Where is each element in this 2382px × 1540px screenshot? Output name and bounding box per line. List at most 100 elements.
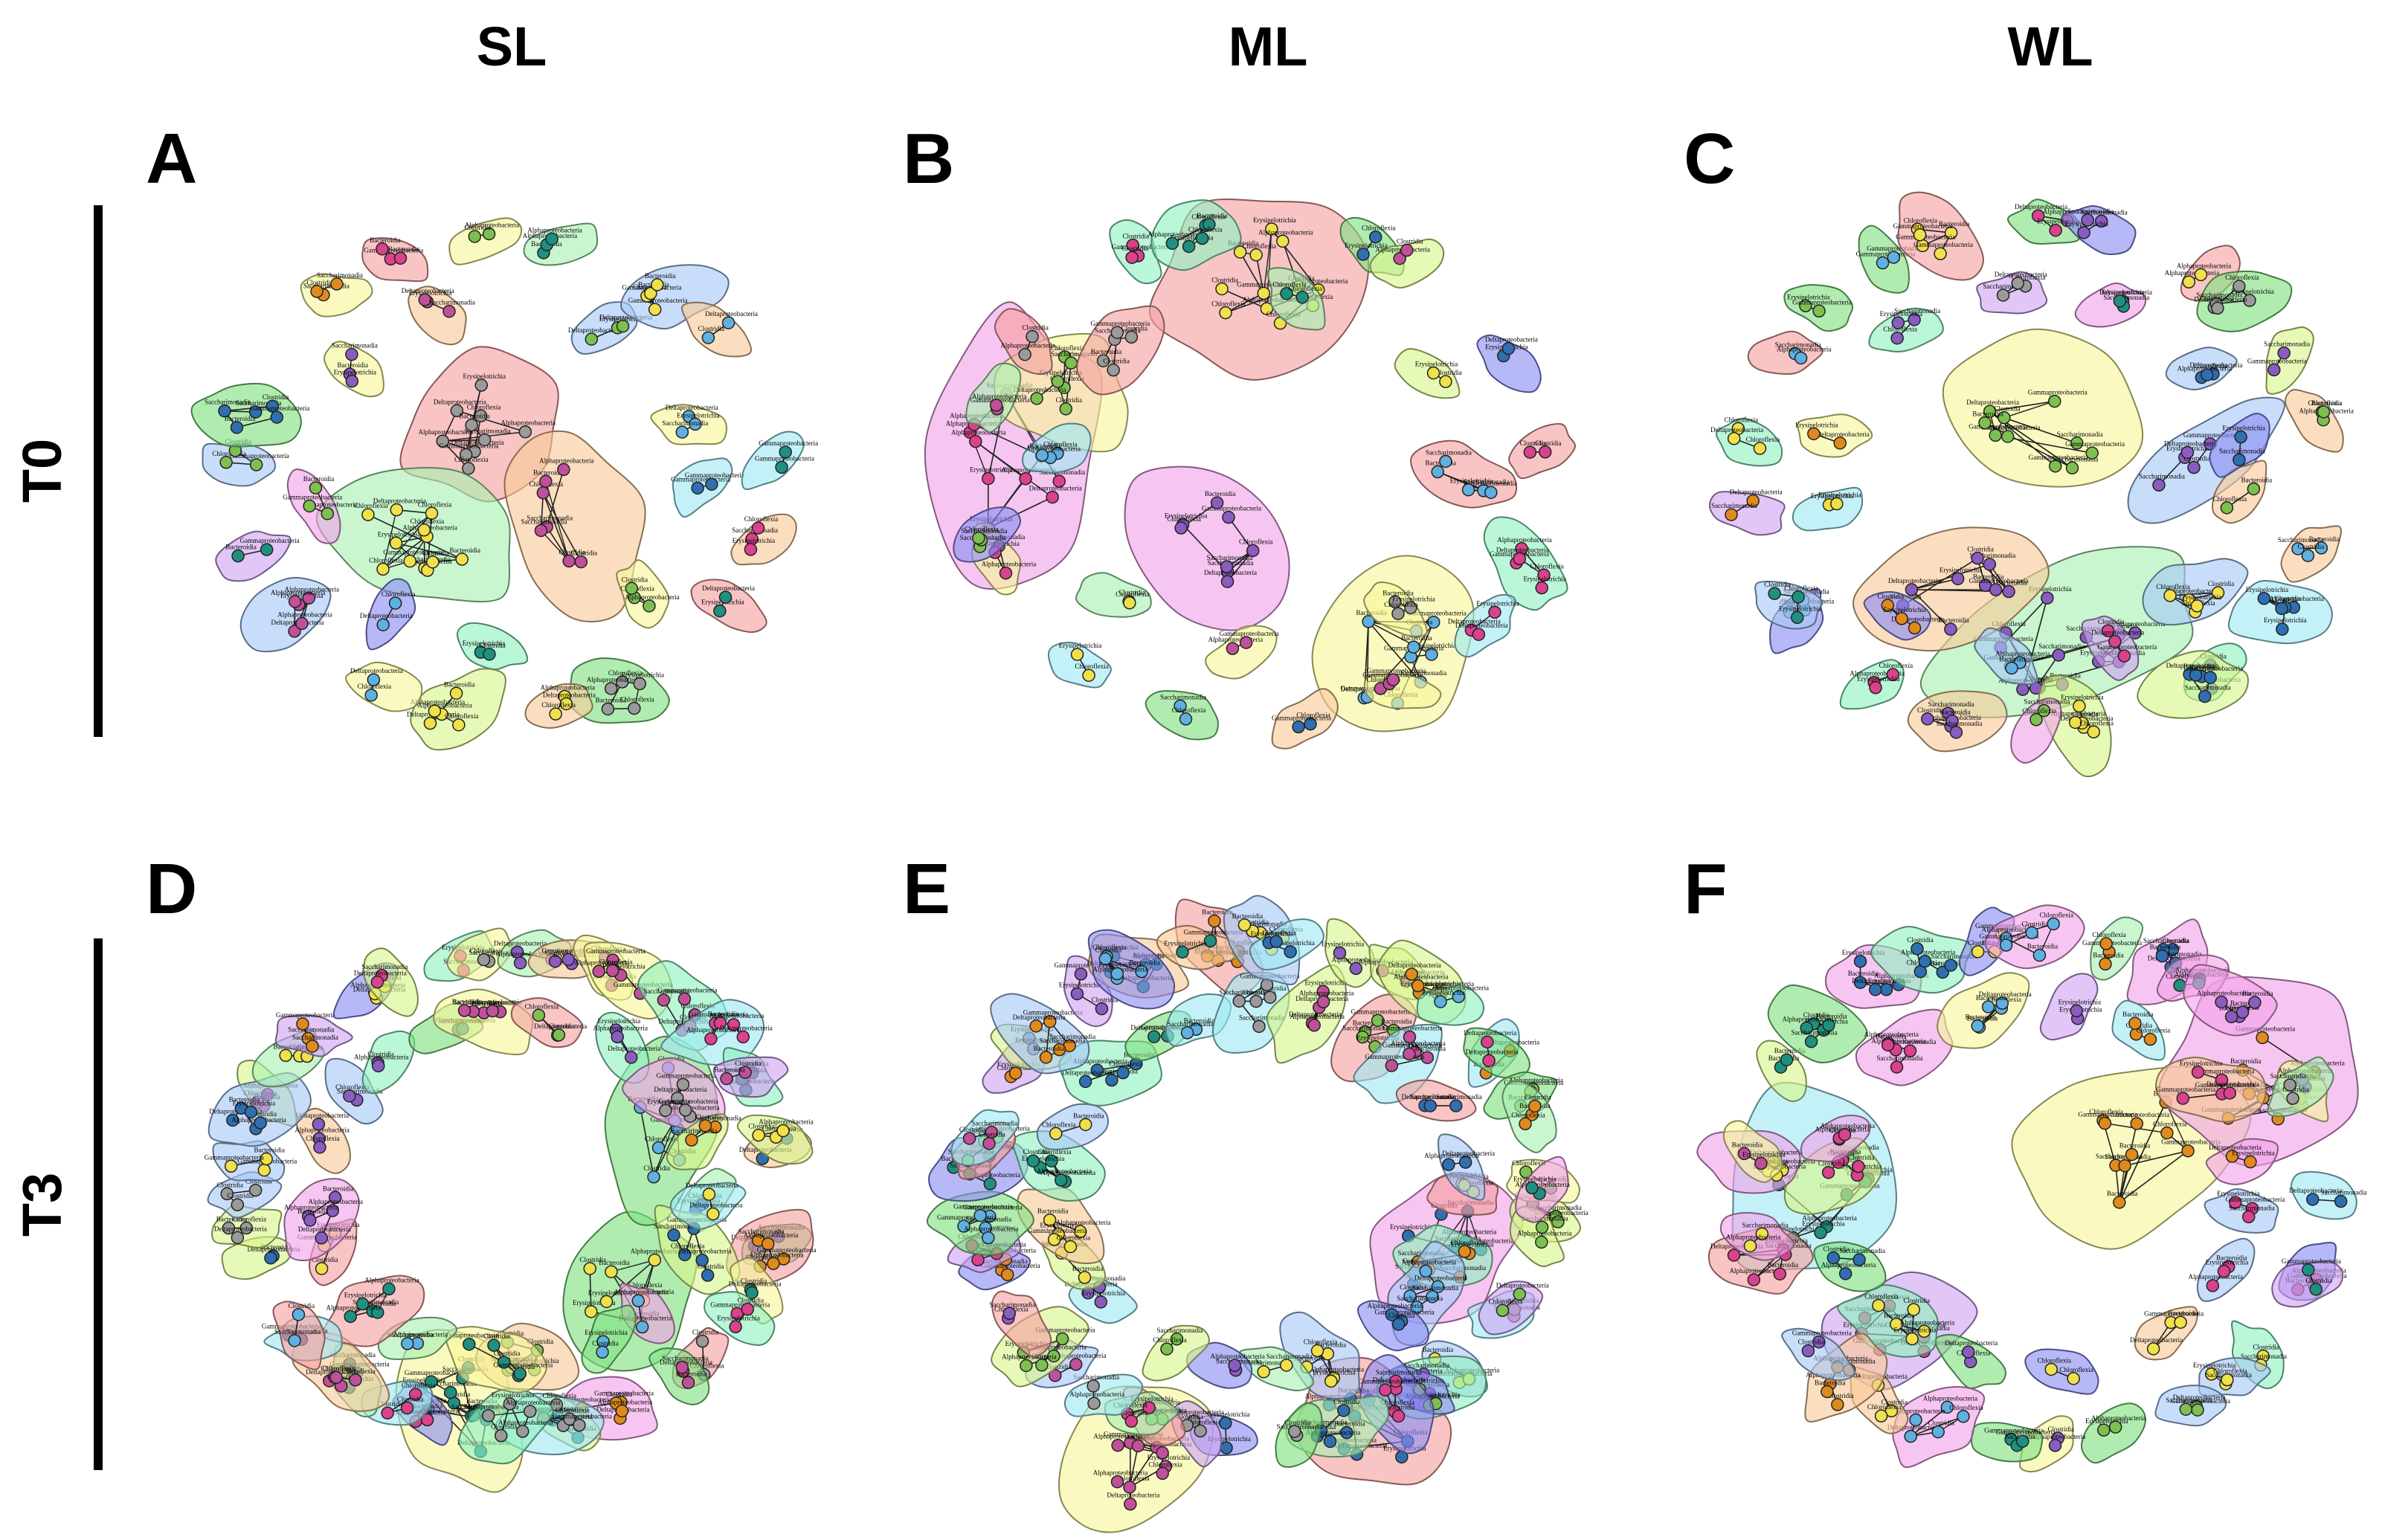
network-edge [457,410,526,433]
node-label: Saccharimonadia [205,399,251,406]
network-node [1978,416,1992,430]
module-hull [2081,615,2140,681]
network-panel-f: GammaproteobacteriaBacteroidiaChloroflex… [1696,904,2367,1473]
network-node [1890,1060,1904,1074]
network-node [2190,599,2204,613]
node-label: Bacteroidia [2107,1190,2137,1197]
node-label: Erysipelotrichia [2246,586,2288,593]
module-29: ChloroflexiaChloroflexiaErysipelotrichia… [2194,270,2293,332]
node-label: Chloroflexia [2079,719,2114,726]
network-node [459,448,473,462]
node-label: Gammaproteobacteria [553,1413,612,1420]
network-node [1052,474,1066,488]
network-node [2248,996,2262,1009]
network-node [1439,375,1452,388]
node-label: Erysipelotrichia [1083,1289,1125,1297]
node-label: Gammaproteobacteria [2156,1086,2215,1093]
network-node [1519,1117,1532,1131]
node-label: Clostridia [622,576,648,583]
network-node [2314,541,2328,555]
node-label: Gammaproteobacteria [755,454,814,462]
network-node [1362,615,1375,628]
node-label: Bacteroidia [1423,1346,1453,1353]
network-node [425,506,439,521]
module-8: DeltaproteobacteriaBacteroidiaSaccharimo… [648,1347,712,1405]
node-label: Chloroflexia [1051,344,1085,352]
node-label: Bacteroidia [1228,239,1258,247]
network-node [971,1253,985,1267]
node-label: Gammaproteobacteria [1913,241,1973,248]
node-label: Gammaproteobacteria [541,947,601,954]
node-label: Gammaproteobacteria [2029,454,2088,461]
panel-letter-b: B [903,119,954,199]
node-label: Erysipelotrichia [1818,492,1861,499]
network-node [503,1397,517,1411]
network-node [248,405,263,419]
network-node [1220,575,1235,588]
module-hull [2265,326,2314,395]
node-label: Erysipelotrichia [1039,369,1081,376]
module-17: GammaproteobacteriaBacteroidiaBacteroidi… [361,236,429,283]
network-node [545,232,559,246]
network-node [1989,583,2003,596]
node-label: Chloroflexia [2137,1027,2171,1034]
module-26: ChloroflexiaBacteroidiaDeltaproteobacter… [211,1205,283,1249]
node-label: Chloroflexia [2022,707,2056,715]
node-label: Saccharimonadia [2139,472,2185,480]
network-node [1523,445,1537,459]
node-label: Saccharimonadia [1711,502,1757,509]
network-node [2334,1194,2348,1208]
node-label: Clostridia [1917,706,1944,714]
network-node [1872,1298,1885,1312]
network-node [1182,239,1196,254]
node-label: Erysipelotrichia [1893,1327,1936,1334]
network-node [288,1334,301,1347]
node-label: Chloroflexia [628,1281,663,1289]
node-label: Bacteroidia [533,468,564,476]
module-hull [1142,1324,1210,1382]
node-label: Clostridia [741,1277,767,1284]
network-node [226,1113,239,1127]
network-node [1064,356,1078,370]
network-node [691,481,704,495]
module-32: ChloroflexiaAlphaproteobacteriaBacteroid… [2284,389,2354,453]
network-node [2108,634,2122,648]
module-hull [616,559,670,629]
node-label: Deltaproteobacteria [494,939,547,947]
network-node [330,277,344,291]
node-label: Chloroflexia [1296,712,1330,719]
network-node [776,1124,790,1138]
node-label: Alphaproteobacteria [1368,1302,1422,1309]
network-node [599,1295,614,1309]
node-label: Deltaproteobacteria [2015,203,2067,210]
node-label: Alphaproteobacteria [1052,1352,1106,1359]
module-large-2: ClostridiaSaccharimonadiaChloroflexiaClo… [503,430,646,622]
node-label: Chloroflexia [1992,620,2026,628]
network-node [465,418,478,432]
node-label: Saccharimonadia [1792,1029,1838,1037]
node-label: Deltaproteobacteria [689,1201,742,1208]
network-node [2146,1342,2160,1356]
column-title-ml: ML [1229,16,1308,77]
node-label: Alphaproteobacteria [1424,1152,1478,1159]
node-label: Clostridia [735,1060,762,1067]
node-label: Gammaproteobacteria [1112,243,1171,251]
network-node [1881,599,1895,612]
network-node [585,1305,598,1318]
node-label: Clostridia [228,1192,254,1199]
module-hull [361,1030,416,1095]
module-hull [1271,688,1339,750]
node-label: Deltaproteobacteria [2166,587,2218,595]
node-label: Chloroflexia [445,712,479,720]
node-label: Erysipelotrichia [1164,939,1206,947]
module-6: DeltaproteobacteriaGammaproteobacteriaBa… [2130,1306,2204,1361]
node-label: Erysipelotrichia [280,592,323,599]
node-label: Erysipelotrichia [1098,961,1141,969]
node-label: Bacteroidia [2241,476,2272,483]
node-label: Chloroflexia [1167,515,1201,523]
network-node [1307,1019,1321,1032]
network-node [1934,247,1947,260]
node-label: Chloroflexia [1949,1404,1983,1411]
